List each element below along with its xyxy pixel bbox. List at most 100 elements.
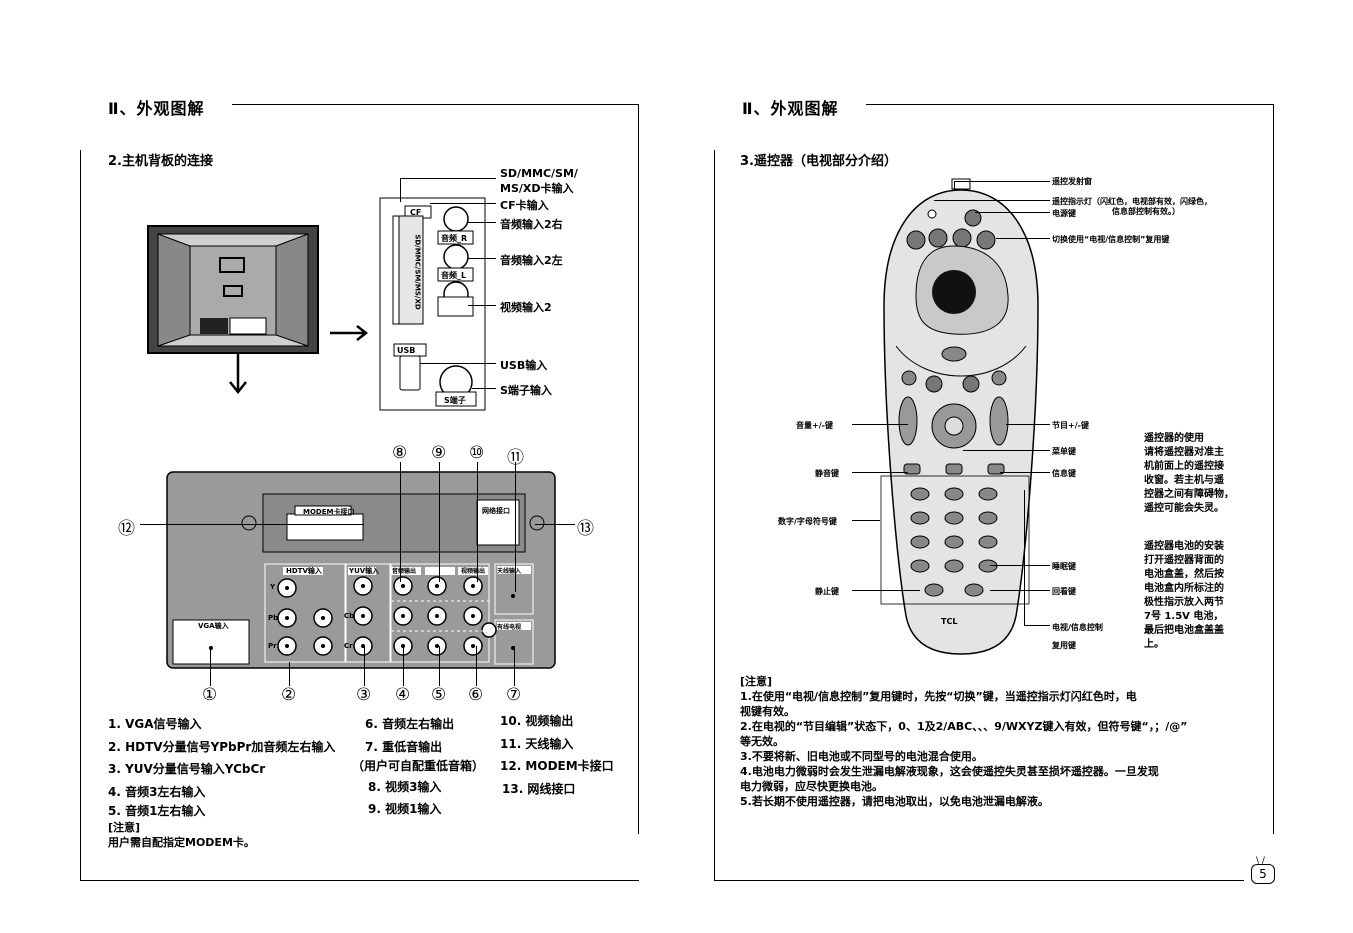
antenna-tag: 天线输入 (497, 568, 522, 575)
remote-control-illustration (880, 178, 1039, 655)
side-usb-tag: USB (397, 346, 416, 355)
list-item-11: 11. 天线输入 (500, 737, 574, 751)
label-numeric: 数字/字母符号键 (778, 517, 837, 526)
tv-antenna-icon: \ / (1256, 856, 1265, 866)
battery-line: 上。 (1144, 639, 1164, 650)
cable-tag: 有线电视 (497, 624, 522, 631)
battery-line: 最后把电池盒盖盖 (1144, 625, 1224, 636)
left-note-title: [注意] (108, 821, 141, 834)
vga-tag: VGA输入 (198, 622, 229, 630)
callout-7: ⑦ (506, 685, 522, 705)
left-right-rule (638, 104, 639, 834)
usage-line: 收窗。若主机与遥 (1144, 475, 1224, 486)
list-item-9: 9. 视频1输入 (368, 802, 442, 816)
label-mute: 静音键 (815, 469, 839, 478)
right-right-rule (1273, 104, 1274, 834)
side-panel-diagram (379, 197, 486, 411)
audio-out-tag: 音频输出 (392, 568, 417, 575)
battery-block: 遥控器电池的安装 打开遥控器背面的 电池盒盖，然后按 电池盒内所标注的 极性指示… (1144, 540, 1254, 652)
list-item-13: 13. 网线接口 (502, 782, 576, 796)
label-volume: 音量+/-键 (796, 421, 833, 430)
label-freeze: 静止键 (815, 587, 839, 596)
side-audio-l-tag: 音频_L (441, 271, 467, 280)
usage-line: 请将遥控器对准主 (1144, 447, 1224, 458)
note-line: 等无效。 (740, 735, 784, 748)
right-notes: [注意] 1.在使用“电视/信息控制”复用键时，先按“切换”键，当遥控指示灯闪红… (740, 674, 1255, 809)
callout-12: ⑫ (118, 519, 135, 539)
list-item-8: 8. 视频3输入 (368, 780, 442, 794)
left-header-rule (232, 104, 638, 105)
side-label-card-2: MS/XD卡输入 (500, 182, 574, 195)
right-section-title: Ⅱ、外观图解 (742, 99, 839, 118)
callout-13: ⑬ (577, 519, 594, 539)
note-line: 4.电池电力微弱时会发生泄漏电解液现象，这会使遥控失灵甚至损坏遥控器。一旦发现 (740, 765, 1159, 778)
cr-tag: Cr (344, 642, 353, 650)
list-item-5: 5. 音频1左右输入 (108, 804, 206, 818)
side-label-audio-r: 音频输入2右 (500, 218, 563, 231)
note-line: 1.在使用“电视/信息控制”复用键时，先按“切换”键，当遥控指示灯闪红色时，电 (740, 690, 1137, 703)
left-section-title: Ⅱ、外观图解 (108, 99, 205, 118)
y-tag: Y (270, 583, 276, 591)
note-line: 3.不要将新、旧电池或不同型号的电池混合使用。 (740, 750, 983, 763)
battery-line: 打开遥控器背面的 (1144, 555, 1224, 566)
label-power: 电源键 (1052, 209, 1076, 218)
battery-line: 遥控器电池的安装 (1144, 541, 1224, 552)
callout-4: ④ (395, 685, 411, 705)
side-label-cf: CF卡输入 (500, 199, 549, 212)
usage-line: 控器之间有障碍物， (1144, 489, 1234, 500)
side-cf-tag: CF (410, 208, 422, 217)
modem-tag: MODEM卡接口 (303, 508, 355, 516)
list-item-6: 6. 音频左右输出 (365, 717, 455, 731)
callout-8: ⑧ (392, 443, 408, 463)
label-channel: 节目+/-键 (1052, 421, 1089, 430)
label-ir-window: 遥控发射窗 (1052, 177, 1092, 186)
side-label-card-1: SD/MMC/SM/ (500, 167, 578, 180)
callout-1: ① (202, 685, 218, 705)
callout-5: ⑤ (431, 685, 447, 705)
video-out-tag: 视频输出 (461, 568, 486, 575)
pb-tag: Pb (268, 614, 279, 622)
side-label-usb: USB输入 (500, 359, 548, 372)
list-item-4: 4. 音频3左右输入 (108, 785, 206, 799)
list-item-1: 1. VGA信号输入 (108, 717, 202, 731)
page-number: 5 (1259, 867, 1267, 881)
cb-tag: Cb (344, 612, 355, 620)
label-info: 信息键 (1052, 469, 1076, 478)
left-subsection-title: 2.主机背板的连接 (108, 154, 213, 169)
label-tv-info: 电视/信息控制 (1052, 623, 1103, 632)
callout-3: ③ (356, 685, 372, 705)
label-indicator-2: 信息部控制有效。） (1112, 207, 1180, 216)
left-bottom-rule (80, 880, 639, 881)
pr-tag: Pr (268, 642, 277, 650)
network-tag: 网络接口 (482, 507, 510, 515)
usage-block: 遥控器的使用 请将遥控器对准主 机前面上的遥控接 收窗。若主机与遥 控器之间有障… (1144, 432, 1254, 516)
hdtv-tag: HDTV输入 (286, 567, 322, 575)
battery-line: 极性指示放入两节 (1144, 597, 1224, 608)
usage-line: 机前面上的遥控接 (1144, 461, 1224, 472)
note-line: 电力微弱，应尽快更换电池。 (740, 780, 883, 793)
note-line: 视键有效。 (740, 705, 795, 718)
label-sleep: 睡眠键 (1052, 562, 1076, 571)
label-menu: 菜单键 (1052, 447, 1076, 456)
usage-line: 遥控可能会失灵。 (1144, 503, 1224, 514)
callout-2: ② (281, 685, 297, 705)
battery-line: 电池盒盖，然后按 (1144, 569, 1224, 580)
label-multiplex: 复用键 (1052, 641, 1076, 650)
list-item-2: 2. HDTV分量信号YPbPr加音频左右输入 (108, 740, 336, 754)
callout-9: ⑨ (431, 443, 447, 463)
right-left-rule (714, 150, 715, 880)
left-note-text: 用户需自配指定MODEM卡。 (108, 836, 255, 849)
right-note-title: [注意] (740, 675, 773, 688)
tv-back-illustration (147, 225, 369, 395)
page-number-badge: 5 (1251, 864, 1275, 884)
callout-6: ⑥ (468, 685, 484, 705)
callout-10: ⑩ (469, 443, 485, 463)
side-audio-r-tag: 音频_R (441, 234, 468, 243)
list-item-7: 7. 重低音输出 (365, 740, 443, 754)
note-line: 2.在电视的“节目编辑”状态下，0、1及2/ABC、、、9/WXYZ键入有效，但… (740, 720, 1188, 733)
label-indicator: 遥控指示灯（闪红色，电视部有效，闪绿色， (1052, 197, 1212, 206)
side-label-video2: 视频输入2 (500, 301, 552, 314)
note-line: 5.若长期不使用遥控器，请把电池取出，以免电池泄漏电解液。 (740, 795, 1049, 808)
callout-11: ⑪ (507, 448, 524, 468)
side-label-audio-l: 音频输入2左 (500, 254, 563, 267)
